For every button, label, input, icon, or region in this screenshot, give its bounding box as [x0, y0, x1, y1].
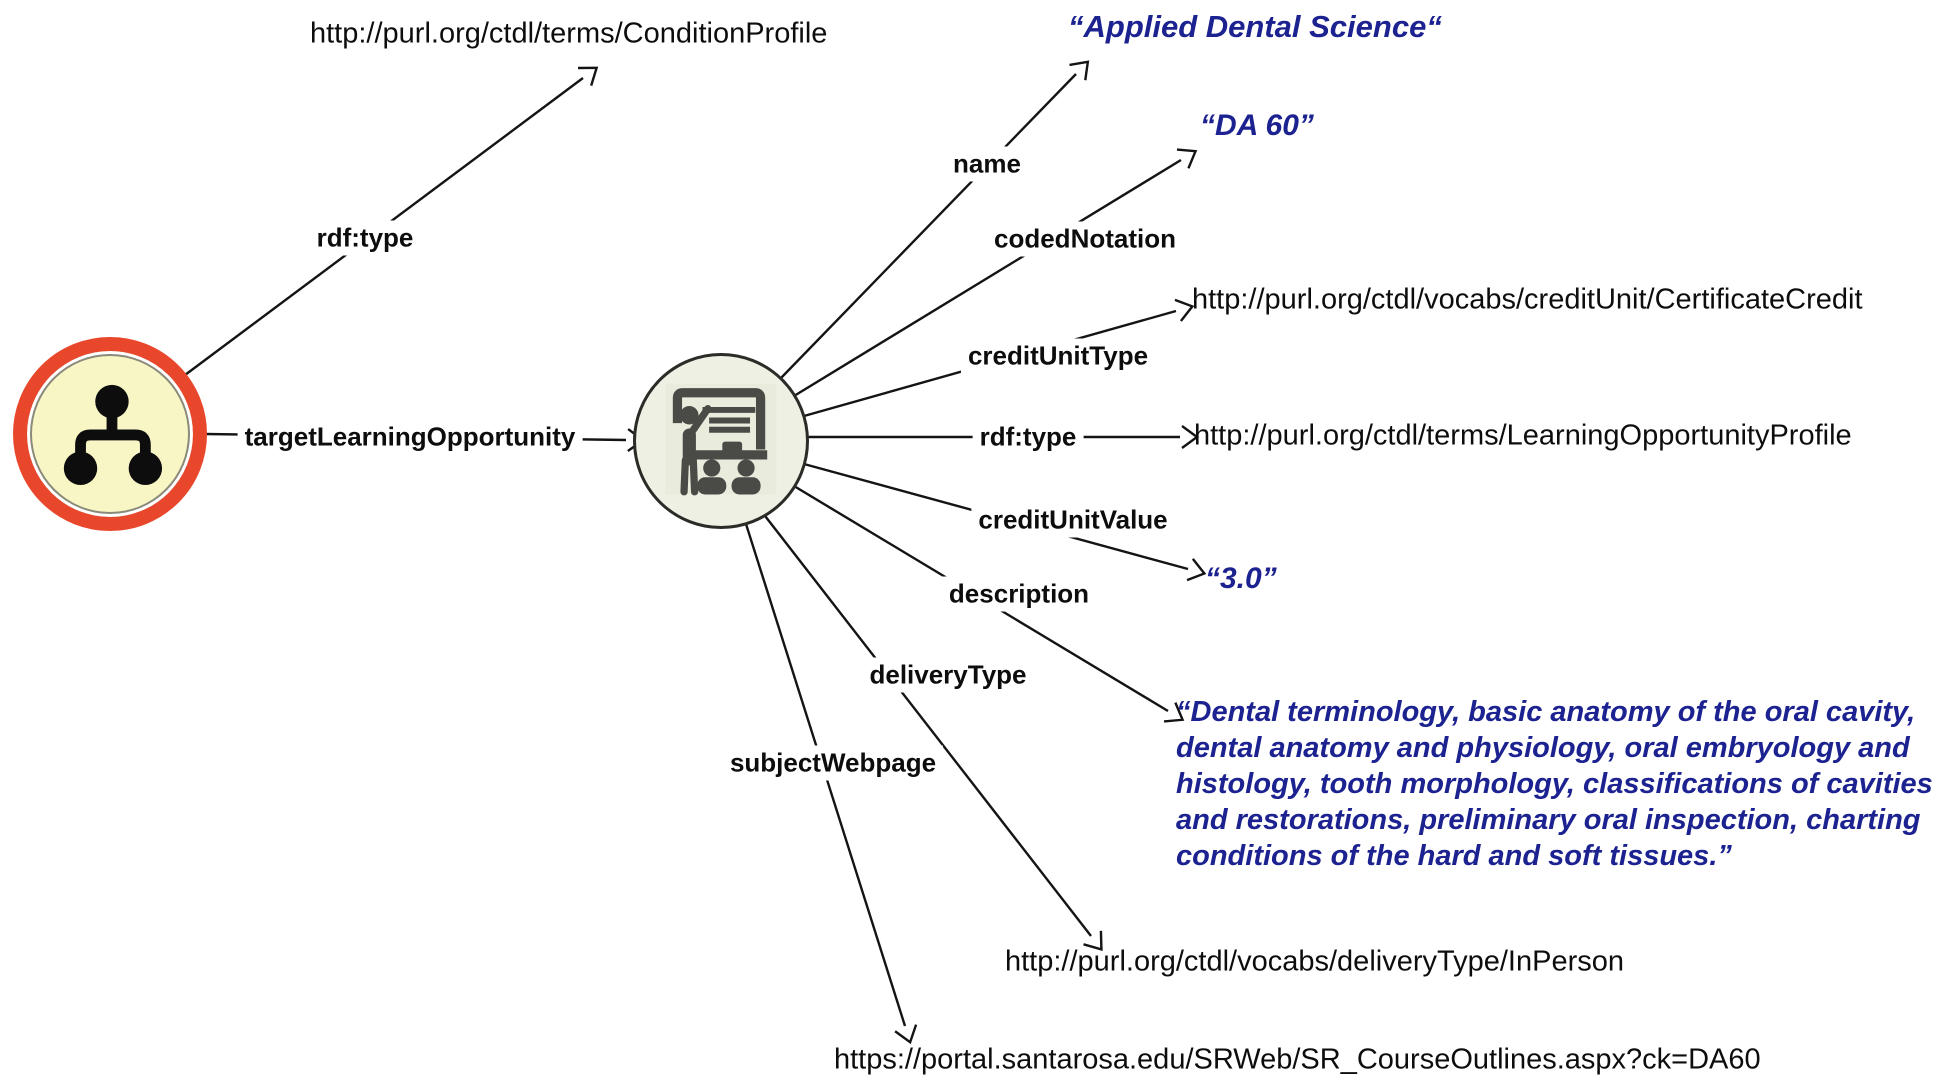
edge-line-coded-notation — [793, 148, 1198, 398]
edge-label-credit-unit-type: creditUnitType — [960, 338, 1156, 374]
iri-subject-webpage-url: https://portal.santarosa.edu/SRWeb/SR_Co… — [834, 1043, 1761, 1076]
edge-label-coded-notation: codedNotation — [987, 221, 1183, 257]
edge-label-delivery-type: deliveryType — [862, 657, 1034, 693]
edge-label-credit-unit-value: creditUnitValue — [971, 502, 1175, 538]
literal-coded-notation-value: “DA 60” — [1200, 109, 1314, 142]
literal-credit-unit-value: “3.0” — [1205, 562, 1277, 595]
iri-condition-profile: http://purl.org/ctdl/terms/ConditionProf… — [310, 17, 828, 50]
classroom-presentation-icon — [655, 373, 787, 510]
condition-profile-node — [13, 337, 207, 531]
edge-label-target-learning-opportunity: targetLearningOpportunity — [237, 419, 583, 455]
edge-line-delivery-type — [761, 511, 1103, 952]
literal-description-value: “Dental terminology, basic anatomy of th… — [1176, 696, 1933, 872]
literal-name-value: “Applied Dental Science“ — [1068, 9, 1442, 44]
iri-delivery-in-person: http://purl.org/ctdl/vocabs/deliveryType… — [1005, 945, 1624, 978]
edge-label-subject-webpage: subjectWebpage — [722, 745, 944, 781]
iri-certificate-credit: http://purl.org/ctdl/vocabs/creditUnit/C… — [1192, 283, 1863, 316]
edge-label-name: name — [946, 146, 1028, 182]
edge-label-rdf-type-center: rdf:type — [972, 419, 1084, 455]
edge-line-name — [780, 60, 1090, 379]
iri-learning-opportunity-profile: http://purl.org/ctdl/terms/LearningOppor… — [1194, 419, 1852, 452]
learning-opportunity-node — [633, 353, 809, 529]
edge-label-rdf-type-left: rdf:type — [309, 220, 421, 256]
hierarchy-icon — [51, 376, 169, 493]
edge-label-description: description — [941, 576, 1097, 612]
